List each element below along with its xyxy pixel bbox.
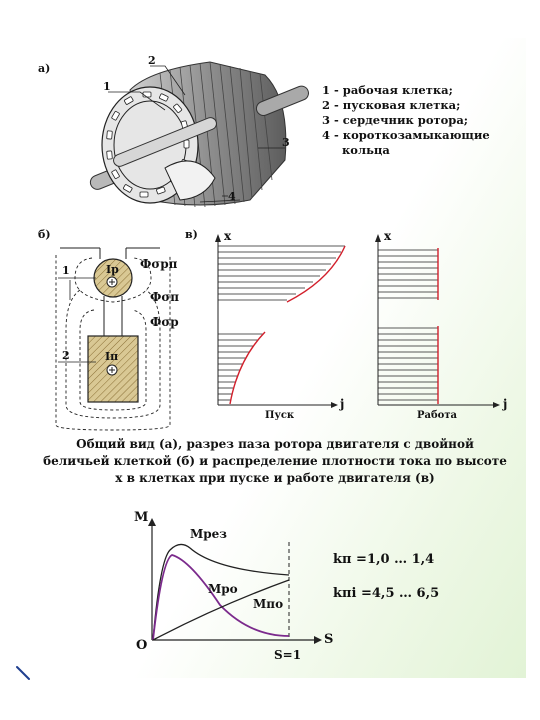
legend: 1 - рабочая клетка; 2 - пусковая клетка;… bbox=[322, 83, 490, 158]
caption-line-2: беличьей клеткой (б) и распределение пло… bbox=[43, 454, 507, 468]
caption-line-3: х в клетках при пуске и работе двигателя… bbox=[115, 471, 435, 485]
slot-section bbox=[55, 247, 171, 431]
shaft-right bbox=[255, 85, 309, 116]
start-hatching-bottom bbox=[218, 333, 263, 401]
current-top-label: Iр bbox=[106, 263, 119, 276]
curve-mres bbox=[152, 543, 290, 641]
start-x-axis-label: x bbox=[224, 229, 232, 243]
run-x-axis-label: x bbox=[384, 229, 392, 243]
slot-marker-1: 1 bbox=[62, 264, 70, 277]
run-label: Работа bbox=[417, 410, 458, 421]
run-j-axis-label: j bbox=[503, 397, 508, 411]
motor-callout-4: 4 bbox=[228, 190, 236, 203]
torque-chart bbox=[148, 518, 322, 644]
legend-item-4: 4 - короткозамыкающие bbox=[322, 128, 490, 142]
legend-item-1: 1 - рабочая клетка; bbox=[322, 83, 453, 97]
cutaway bbox=[164, 160, 216, 201]
curve-mro bbox=[152, 554, 290, 641]
callout-lines bbox=[108, 65, 285, 203]
motor-callout-3: 3 bbox=[282, 136, 290, 149]
s1-label: S=1 bbox=[274, 648, 302, 662]
run-hatching-bottom bbox=[378, 327, 438, 401]
flux-lines bbox=[55, 255, 171, 431]
flux-mid-label: Фσп bbox=[150, 290, 180, 304]
start-label: Пуск bbox=[265, 410, 295, 421]
run-current-density bbox=[375, 234, 500, 408]
mres-label: Mрез bbox=[190, 527, 227, 541]
panel-b-label: б) bbox=[38, 228, 51, 241]
start-density-curve-top bbox=[286, 245, 346, 303]
formula-kpi: kпi =4,5 … 6,5 bbox=[333, 586, 440, 601]
curve-mpo bbox=[152, 579, 290, 641]
figure-caption: Общий вид (а), разрез паза ротора двигат… bbox=[36, 436, 514, 487]
s-axis-label: S bbox=[324, 632, 334, 647]
flux-low-label: Фσр bbox=[150, 315, 179, 329]
run-hatching-top bbox=[378, 249, 438, 299]
mpo-label: Mпо bbox=[253, 597, 284, 611]
slot-marker-2: 2 bbox=[62, 349, 70, 362]
panel-v-label: в) bbox=[185, 228, 198, 241]
mro-label: Mро bbox=[208, 582, 238, 596]
m-axis-label: M bbox=[134, 510, 149, 525]
flux-top-label: Фσрп bbox=[140, 257, 178, 271]
legend-item-4-continuation: кольца bbox=[342, 143, 390, 157]
rotor-illustration bbox=[89, 61, 309, 208]
start-j-axis-label: j bbox=[340, 397, 345, 411]
legend-item-2: 2 - пусковая клетка; bbox=[322, 98, 461, 112]
slide-corner-mark bbox=[16, 666, 30, 680]
caption-line-1: Общий вид (а), разрез паза ротора двигат… bbox=[76, 437, 474, 451]
start-hatching-top bbox=[218, 245, 345, 301]
motor-callout-2: 2 bbox=[148, 54, 156, 67]
current-bottom-label: Iп bbox=[105, 350, 119, 363]
origin-label: O bbox=[136, 638, 148, 653]
panel-a-label: а) bbox=[38, 62, 51, 75]
legend-item-3: 3 - сердечник ротора; bbox=[322, 113, 469, 127]
motor-callout-1: 1 bbox=[103, 80, 111, 93]
shaft-center bbox=[113, 117, 217, 167]
formula-kp: kп =1,0 … 1,4 bbox=[333, 552, 435, 567]
start-density-curve-bottom bbox=[229, 331, 266, 405]
start-current-density bbox=[215, 234, 346, 408]
